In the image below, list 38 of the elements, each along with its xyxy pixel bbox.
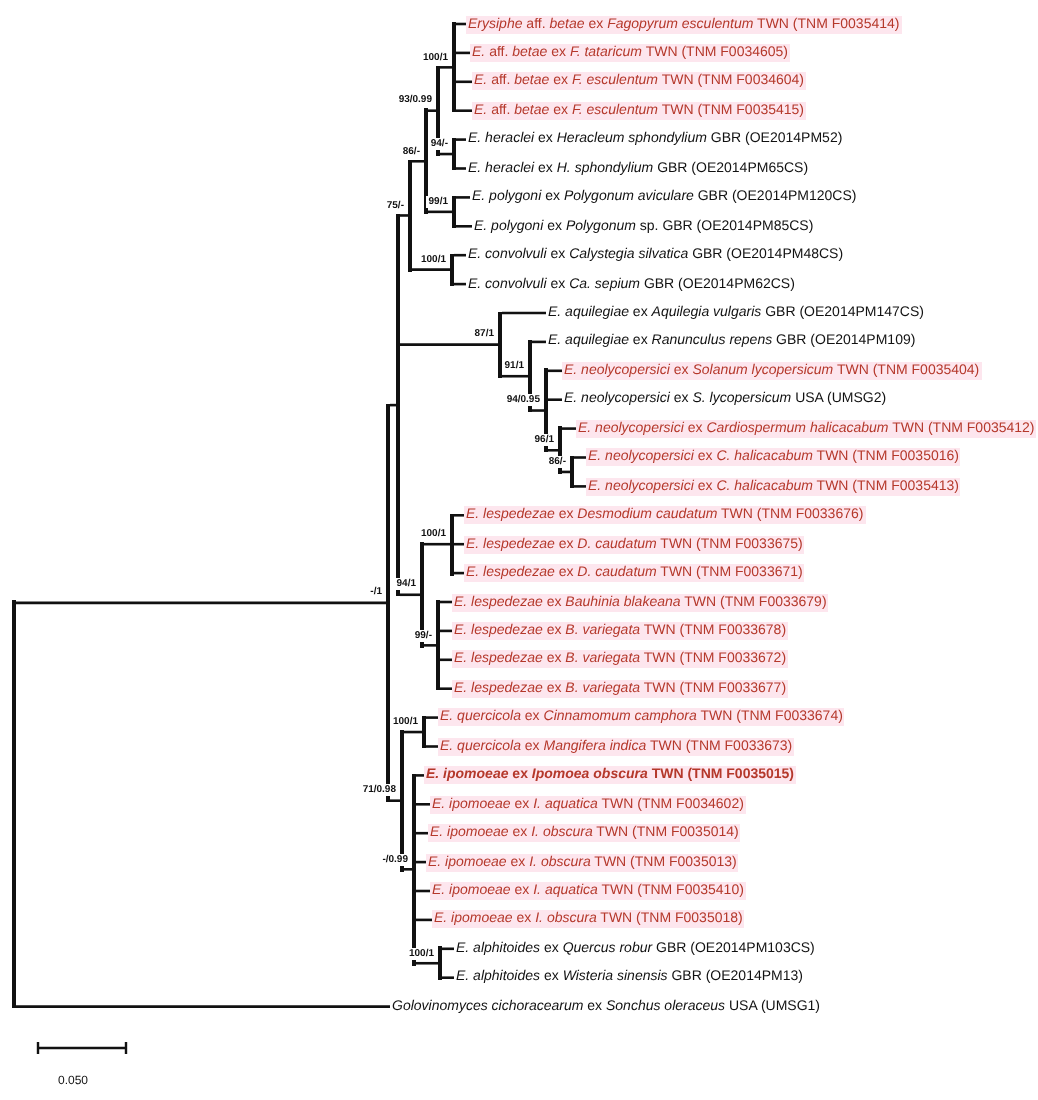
- branch-line: [428, 109, 436, 112]
- branch-line: [412, 159, 424, 163]
- branch-line: [412, 268, 450, 271]
- branch-line: [416, 774, 424, 777]
- branch-line: [548, 448, 558, 452]
- branch-line: [440, 66, 452, 69]
- branch-line: [428, 210, 452, 214]
- branch-line: [16, 1005, 390, 1008]
- branch-line: [416, 803, 430, 806]
- branch-line: [416, 961, 438, 965]
- branch-line: [426, 716, 438, 719]
- branch-line: [390, 799, 400, 802]
- branch-line: [400, 343, 498, 346]
- branch-line: [400, 214, 408, 217]
- branch-line: [502, 311, 546, 315]
- branch-line: [16, 601, 386, 605]
- branch-line: [456, 109, 472, 112]
- branch-line: [440, 687, 452, 690]
- branch-line: [548, 398, 562, 401]
- branch-line: [424, 644, 436, 647]
- branch-line: [454, 542, 464, 546]
- branch-line: [574, 456, 586, 459]
- branch-line: [416, 831, 428, 835]
- branch-line: [454, 253, 466, 257]
- branch-line: [574, 485, 586, 488]
- branch-line: [426, 745, 438, 748]
- branch-line: [532, 409, 544, 412]
- branch-line: [442, 976, 454, 979]
- branch-line: [502, 374, 528, 378]
- branch-line: [456, 196, 470, 199]
- branch-line: [424, 542, 450, 546]
- branch-line: [456, 167, 466, 170]
- branch-line: [454, 514, 464, 517]
- branch-line: [404, 868, 412, 871]
- branch-line: [456, 225, 472, 228]
- branch-line: [456, 138, 466, 141]
- branch-line: [562, 427, 576, 430]
- branch-line: [400, 593, 420, 597]
